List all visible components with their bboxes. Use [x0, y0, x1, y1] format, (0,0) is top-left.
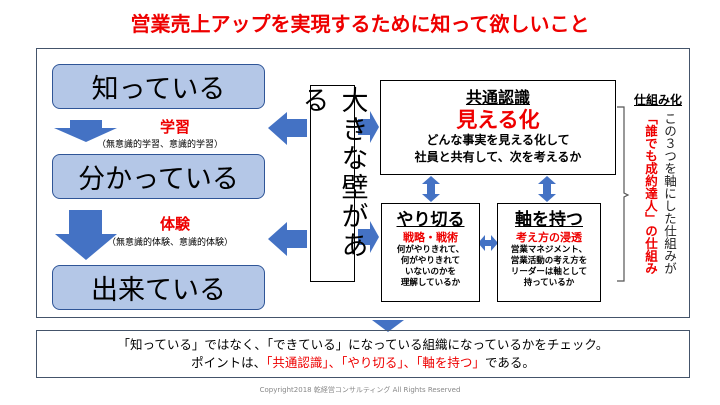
- system-red-text: 「誰でも成約達人」の仕組み: [643, 112, 658, 275]
- down-arrow-small: [54, 120, 117, 142]
- complete-desc: 理解しているか: [400, 278, 461, 288]
- complete-heading: やり切る: [396, 210, 465, 230]
- axis-desc: 持っているか: [523, 278, 575, 288]
- complete-desc: 何がやりきれて、: [396, 245, 465, 255]
- common-key: 見える化: [456, 108, 540, 132]
- axis-desc: 営業マネジメント、: [510, 245, 588, 255]
- summary-line-1: 「知っている」ではなく、「できている」になっている組織になっているかをチェック。: [117, 337, 609, 352]
- summary-box: 「知っている」ではなく、「できている」になっている組織になっているかをチェック。…: [36, 330, 690, 378]
- stage-can-do: 出来ている: [52, 265, 265, 310]
- system-black-text: この３つを軸にした仕組みが: [662, 112, 677, 275]
- bracket: [617, 106, 630, 282]
- left-arrow-learning: [268, 112, 307, 145]
- learning-label: 学習: [159, 118, 190, 136]
- right-arrow-complete: [358, 221, 379, 253]
- double-arrow-vertical-2: [538, 176, 556, 202]
- down-arrow-large: [55, 210, 117, 260]
- common-desc-1: どんな事実を見える化して: [426, 133, 570, 147]
- stage-understand: 分かっている: [52, 154, 265, 199]
- complete-key: 戦略・戦術: [403, 231, 458, 244]
- summary-line-2a: ポイントは、: [191, 355, 267, 370]
- axis-box: 軸を持つ 考え方の浸透 営業マネジメント、 営業活動の考え方を リーダーは軸とし…: [497, 203, 601, 302]
- complete-box: やり切る 戦略・戦術 何がやりきれて、 何がやりきれて いないのかを 理解してい…: [381, 203, 480, 302]
- axis-key: 考え方の浸透: [516, 231, 582, 244]
- right-arrow-common: [358, 111, 379, 143]
- experience-label: 体験: [159, 215, 190, 233]
- axis-desc: 営業活動の考え方を: [510, 256, 588, 266]
- learning-detail: （無意識的学習、意識的学習）: [96, 140, 223, 150]
- system-heading: 仕組み化: [634, 93, 683, 107]
- experience-detail: （無意識的体験、意識的体験）: [106, 238, 233, 248]
- common-recognition-box: 共通認識 見える化 どんな事実を見える化して 社員と共有して、次を考えるか: [380, 80, 616, 175]
- diagram-frame: [36, 48, 690, 318]
- complete-desc: いないのかを: [404, 267, 456, 277]
- page-title: 営業売上アップを実現するために知って欲しいこと: [130, 12, 590, 36]
- double-arrow-horizontal: [478, 235, 498, 251]
- copyright: Copyright2018 乾経営コンサルティング All Rights Res…: [259, 386, 461, 394]
- left-arrow-experience: [268, 222, 307, 256]
- double-arrow-vertical-1: [422, 176, 440, 202]
- axis-desc: リーダーは軸として: [510, 267, 588, 277]
- summary-line-2c: である。: [484, 355, 535, 370]
- common-desc-2: 社員と共有して、次を考えるか: [414, 150, 582, 164]
- stage-know: 知っている: [52, 64, 265, 109]
- common-heading: 共通認識: [465, 88, 530, 107]
- complete-desc: 何がやりきれて: [400, 256, 461, 266]
- summary-line-2b: 「共通認識」、「やり切る」、「軸を持つ」: [266, 355, 485, 370]
- axis-heading: 軸を持つ: [515, 210, 583, 230]
